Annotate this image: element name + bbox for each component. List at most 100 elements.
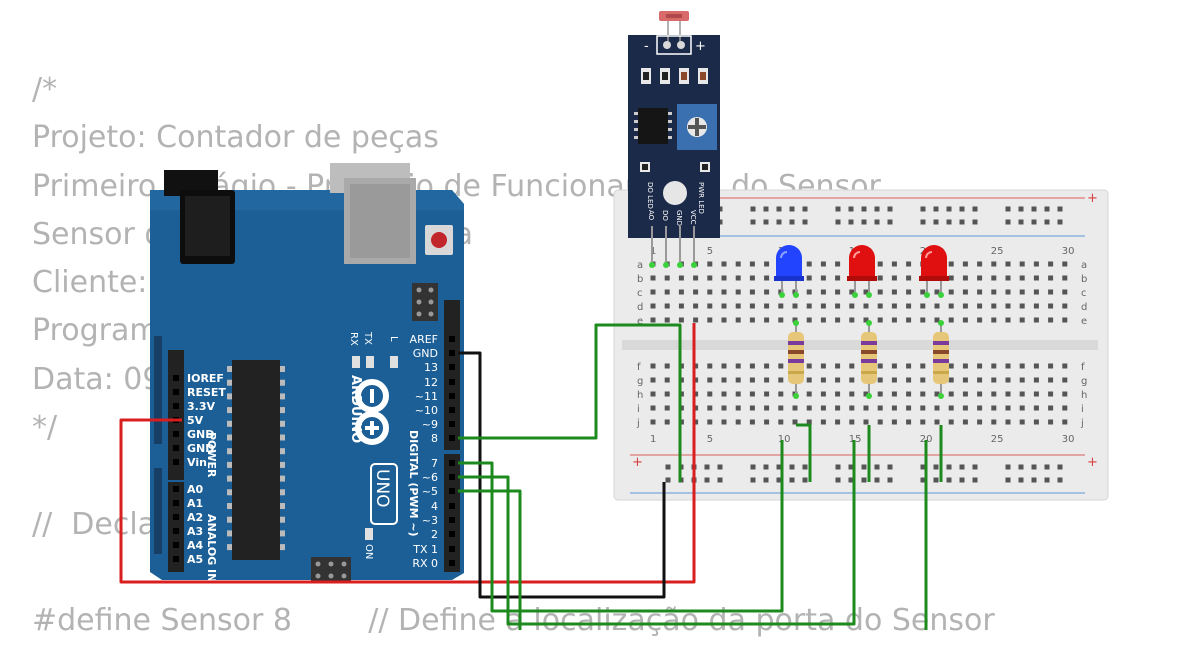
breadboard-hole[interactable] [1005, 303, 1011, 309]
breadboard-hole[interactable] [1033, 391, 1039, 397]
breadboard-hole[interactable] [1019, 363, 1025, 369]
breadboard-hole[interactable] [835, 275, 841, 281]
breadboard-hole[interactable] [721, 419, 727, 425]
rail-hole[interactable] [1018, 206, 1024, 212]
breadboard-hole[interactable] [1062, 377, 1068, 383]
breadboard-hole[interactable] [693, 289, 699, 295]
header-pin[interactable] [173, 556, 179, 562]
rail-hole[interactable] [959, 206, 965, 212]
breadboard-hole[interactable] [906, 377, 912, 383]
breadboard-hole[interactable] [934, 419, 940, 425]
breadboard-hole[interactable] [1005, 261, 1011, 267]
breadboard-hole[interactable] [1062, 391, 1068, 397]
breadboard-hole[interactable] [1005, 289, 1011, 295]
breadboard-hole[interactable] [863, 303, 869, 309]
breadboard-hole[interactable] [792, 303, 798, 309]
breadboard-hole[interactable] [920, 317, 926, 323]
breadboard-hole[interactable] [749, 261, 755, 267]
rail-hole[interactable] [920, 477, 926, 483]
rail-hole[interactable] [776, 464, 782, 470]
header-pin[interactable] [173, 403, 179, 409]
breadboard-hole[interactable] [806, 317, 812, 323]
breadboard-hole[interactable] [693, 275, 699, 281]
breadboard-hole[interactable] [764, 317, 770, 323]
breadboard-hole[interactable] [806, 275, 812, 281]
rail-hole[interactable] [802, 477, 808, 483]
breadboard-hole[interactable] [1048, 289, 1054, 295]
breadboard-hole[interactable] [735, 419, 741, 425]
breadboard-hole[interactable] [863, 419, 869, 425]
header-pin[interactable] [449, 474, 455, 480]
header-pin[interactable] [449, 560, 455, 566]
rail-hole[interactable] [835, 477, 841, 483]
breadboard-hole[interactable] [962, 363, 968, 369]
breadboard-hole[interactable] [948, 303, 954, 309]
rail-hole[interactable] [835, 219, 841, 225]
header-pin[interactable] [173, 375, 179, 381]
breadboard-hole[interactable] [1019, 419, 1025, 425]
breadboard-hole[interactable] [835, 377, 841, 383]
breadboard-hole[interactable] [977, 377, 983, 383]
rail-hole[interactable] [920, 206, 926, 212]
breadboard-hole[interactable] [991, 261, 997, 267]
breadboard-hole[interactable] [920, 377, 926, 383]
header-pin[interactable] [449, 393, 455, 399]
breadboard-hole[interactable] [792, 317, 798, 323]
breadboard-hole[interactable] [764, 363, 770, 369]
breadboard-hole[interactable] [1048, 275, 1054, 281]
header-pin[interactable] [449, 531, 455, 537]
rail-hole[interactable] [933, 477, 939, 483]
rail-hole[interactable] [802, 464, 808, 470]
breadboard-hole[interactable] [664, 317, 670, 323]
breadboard-hole[interactable] [977, 363, 983, 369]
breadboard-hole[interactable] [820, 377, 826, 383]
breadboard-hole[interactable] [863, 391, 869, 397]
rail-hole[interactable] [1044, 464, 1050, 470]
rail-hole[interactable] [972, 206, 978, 212]
rail-hole[interactable] [835, 464, 841, 470]
breadboard-hole[interactable] [835, 363, 841, 369]
breadboard-hole[interactable] [849, 405, 855, 411]
breadboard-hole[interactable] [906, 363, 912, 369]
rail-hole[interactable] [1057, 477, 1063, 483]
breadboard-hole[interactable] [650, 419, 656, 425]
rail-hole[interactable] [763, 464, 769, 470]
breadboard-hole[interactable] [650, 289, 656, 295]
breadboard-hole[interactable] [820, 303, 826, 309]
rail-hole[interactable] [665, 464, 671, 470]
header-pin[interactable] [173, 500, 179, 506]
breadboard-hole[interactable] [721, 391, 727, 397]
breadboard-hole[interactable] [977, 391, 983, 397]
breadboard-hole[interactable] [877, 317, 883, 323]
rail-hole[interactable] [763, 206, 769, 212]
breadboard-hole[interactable] [820, 289, 826, 295]
rail-hole[interactable] [933, 464, 939, 470]
rail-hole[interactable] [972, 219, 978, 225]
breadboard-hole[interactable] [735, 303, 741, 309]
breadboard-hole[interactable] [906, 317, 912, 323]
breadboard-hole[interactable] [735, 377, 741, 383]
breadboard-hole[interactable] [991, 419, 997, 425]
breadboard-hole[interactable] [764, 275, 770, 281]
rail-hole[interactable] [946, 464, 952, 470]
breadboard-hole[interactable] [1048, 419, 1054, 425]
breadboard-hole[interactable] [707, 261, 713, 267]
breadboard-hole[interactable] [792, 419, 798, 425]
breadboard-hole[interactable] [891, 405, 897, 411]
breadboard-hole[interactable] [962, 405, 968, 411]
breadboard-hole[interactable] [664, 363, 670, 369]
breadboard-hole[interactable] [849, 363, 855, 369]
breadboard-hole[interactable] [735, 289, 741, 295]
breadboard-hole[interactable] [1048, 363, 1054, 369]
breadboard-hole[interactable] [693, 391, 699, 397]
breadboard-hole[interactable] [1062, 419, 1068, 425]
rail-hole[interactable] [1044, 206, 1050, 212]
rail-hole[interactable] [959, 464, 965, 470]
breadboard-hole[interactable] [849, 303, 855, 309]
breadboard-hole[interactable] [764, 405, 770, 411]
breadboard-hole[interactable] [1019, 405, 1025, 411]
breadboard-hole[interactable] [877, 363, 883, 369]
rail-hole[interactable] [874, 477, 880, 483]
breadboard-hole[interactable] [764, 377, 770, 383]
breadboard-hole[interactable] [1062, 405, 1068, 411]
